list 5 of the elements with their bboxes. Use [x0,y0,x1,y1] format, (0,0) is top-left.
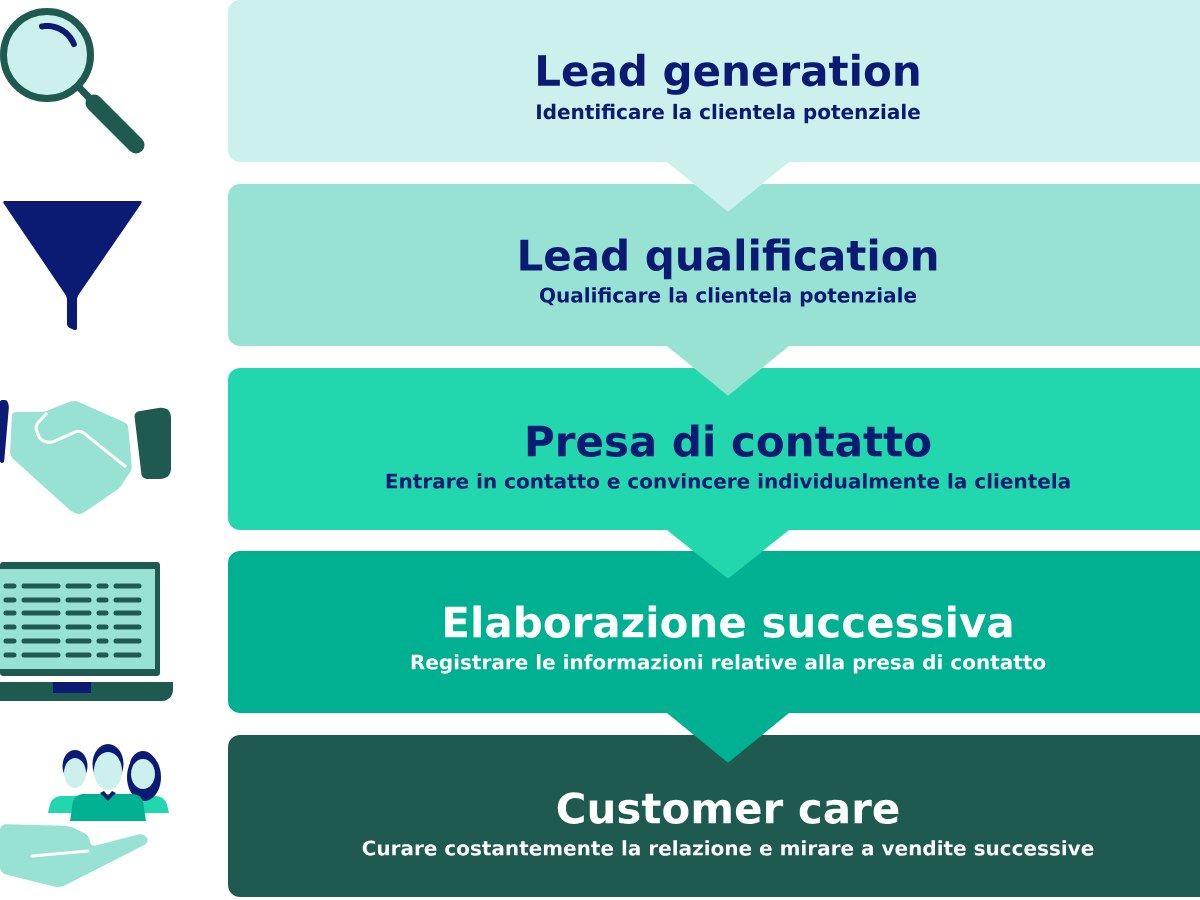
chevron-arrow [666,161,790,212]
chevron-arrow [666,345,790,396]
chevron-arrow [666,529,790,579]
chevron-arrow [666,712,790,763]
stage-band: Customer care Curare costantemente la relazione e mirare a vendite successive [228,735,1200,897]
